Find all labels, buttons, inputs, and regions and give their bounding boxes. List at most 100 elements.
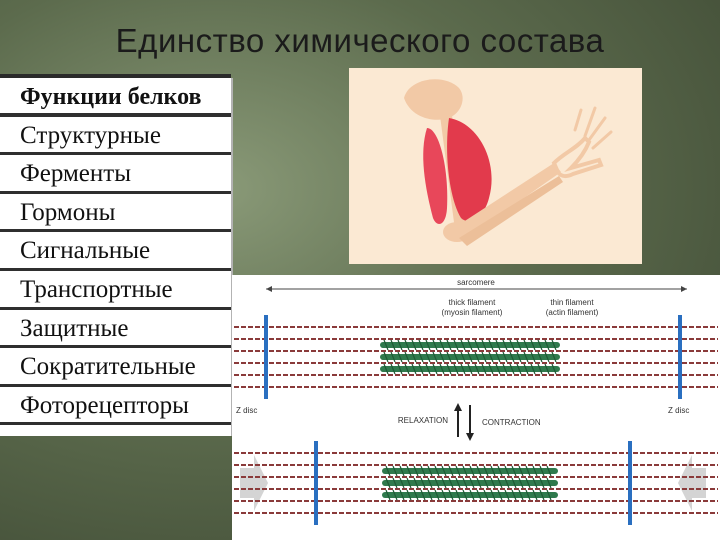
myosin-head [518, 465, 524, 477]
myosin-head [427, 465, 433, 477]
myosin-head [518, 477, 524, 489]
myosin-head [504, 489, 510, 501]
myosin-head [467, 363, 473, 375]
myosin-head [385, 465, 391, 477]
list-item: Сократительные [0, 348, 231, 387]
myosin-head [397, 363, 403, 375]
list-item: Гормоны [0, 194, 231, 233]
myosin-head [432, 363, 438, 375]
myosin-head [411, 351, 417, 363]
myosin-head [404, 339, 410, 351]
myosin-head [455, 477, 461, 489]
myosin-head [539, 489, 545, 501]
finger-bones [573, 106, 613, 150]
hand-bones [551, 135, 604, 179]
myosin-head [546, 465, 552, 477]
myosin-head [497, 465, 503, 477]
myosin-head [546, 477, 552, 489]
myosin-head [502, 363, 508, 375]
arrow-left [266, 286, 272, 292]
myosin-head [448, 465, 454, 477]
myosin-head [469, 489, 475, 501]
contraction-label: CONTRACTION [482, 418, 541, 427]
myosin-head [413, 477, 419, 489]
myosin-head [453, 339, 459, 351]
myosin-head [544, 363, 550, 375]
myosin-head [434, 477, 440, 489]
sarcomere-label: sarcomere [457, 278, 495, 287]
triceps-muscle [423, 128, 448, 224]
myosin-head [462, 465, 468, 477]
thick-filament-sub: (myosin filament) [442, 308, 503, 317]
myosin-head [495, 339, 501, 351]
myosin-head [392, 477, 398, 489]
myosin-head [523, 351, 529, 363]
myosin-head [504, 477, 510, 489]
arrow-right [681, 286, 687, 292]
z-disc-right-label: Z disc [668, 406, 689, 415]
myosin-head [446, 339, 452, 351]
list-item: Структурные [0, 117, 231, 156]
list-item: Фоторецепторы [0, 387, 231, 426]
myosin-head [413, 489, 419, 501]
myosin-head [404, 351, 410, 363]
myosin-head [441, 477, 447, 489]
arm-muscle-illustration [349, 68, 642, 264]
myosin-head [448, 489, 454, 501]
myosin-head [502, 339, 508, 351]
myosin-head [495, 363, 501, 375]
myosin-head [532, 465, 538, 477]
arm-drawing [404, 79, 613, 246]
myosin-head [434, 465, 440, 477]
myosin-head [406, 465, 412, 477]
myosin-head [530, 339, 536, 351]
thin-filament-label: thin filament [550, 298, 594, 307]
myosin-head [455, 489, 461, 501]
myosin-head [483, 465, 489, 477]
myosin-head [474, 363, 480, 375]
myosin-head [532, 489, 538, 501]
myosin-head [439, 351, 445, 363]
myosin-head [427, 477, 433, 489]
myosin-head [453, 363, 459, 375]
myosin-head [418, 339, 424, 351]
protein-functions-list: Функции белков Структурные Ферменты Горм… [0, 78, 233, 436]
myosin-head [411, 363, 417, 375]
myosin-head [469, 465, 475, 477]
myosin-head [462, 489, 468, 501]
myosin-head [446, 363, 452, 375]
myosin-head [399, 465, 405, 477]
myosin-head [476, 489, 482, 501]
myosin-head [390, 351, 396, 363]
myosin-head [390, 363, 396, 375]
myosin-head [397, 339, 403, 351]
myosin-head [383, 363, 389, 375]
myosin-head [439, 339, 445, 351]
sarcomere-drawing: sarcomere thick filament (myosin filamen… [234, 278, 718, 525]
relaxation-label: RELAXATION [398, 416, 448, 425]
myosin-head [525, 477, 531, 489]
myosin-head [425, 351, 431, 363]
myosin-head [420, 477, 426, 489]
myosin-head [397, 351, 403, 363]
contracted-sarcomere [234, 441, 718, 525]
myosin-head [481, 351, 487, 363]
myosin-head [537, 339, 543, 351]
myosin-head [441, 489, 447, 501]
slide-title: Единство химического состава [115, 22, 605, 59]
myosin-head [511, 465, 517, 477]
myosin-head [530, 351, 536, 363]
protein-functions-header: Функции белков [0, 78, 231, 117]
myosin-head [383, 351, 389, 363]
myosin-head [474, 339, 480, 351]
myosin-head [476, 465, 482, 477]
myosin-head [509, 339, 515, 351]
list-item: Защитные [0, 310, 231, 349]
myosin-head [411, 339, 417, 351]
myosin-head [516, 351, 522, 363]
myosin-head [462, 477, 468, 489]
myosin-head [467, 339, 473, 351]
myosin-head [427, 489, 433, 501]
myosin-head [525, 465, 531, 477]
myosin-head [439, 363, 445, 375]
